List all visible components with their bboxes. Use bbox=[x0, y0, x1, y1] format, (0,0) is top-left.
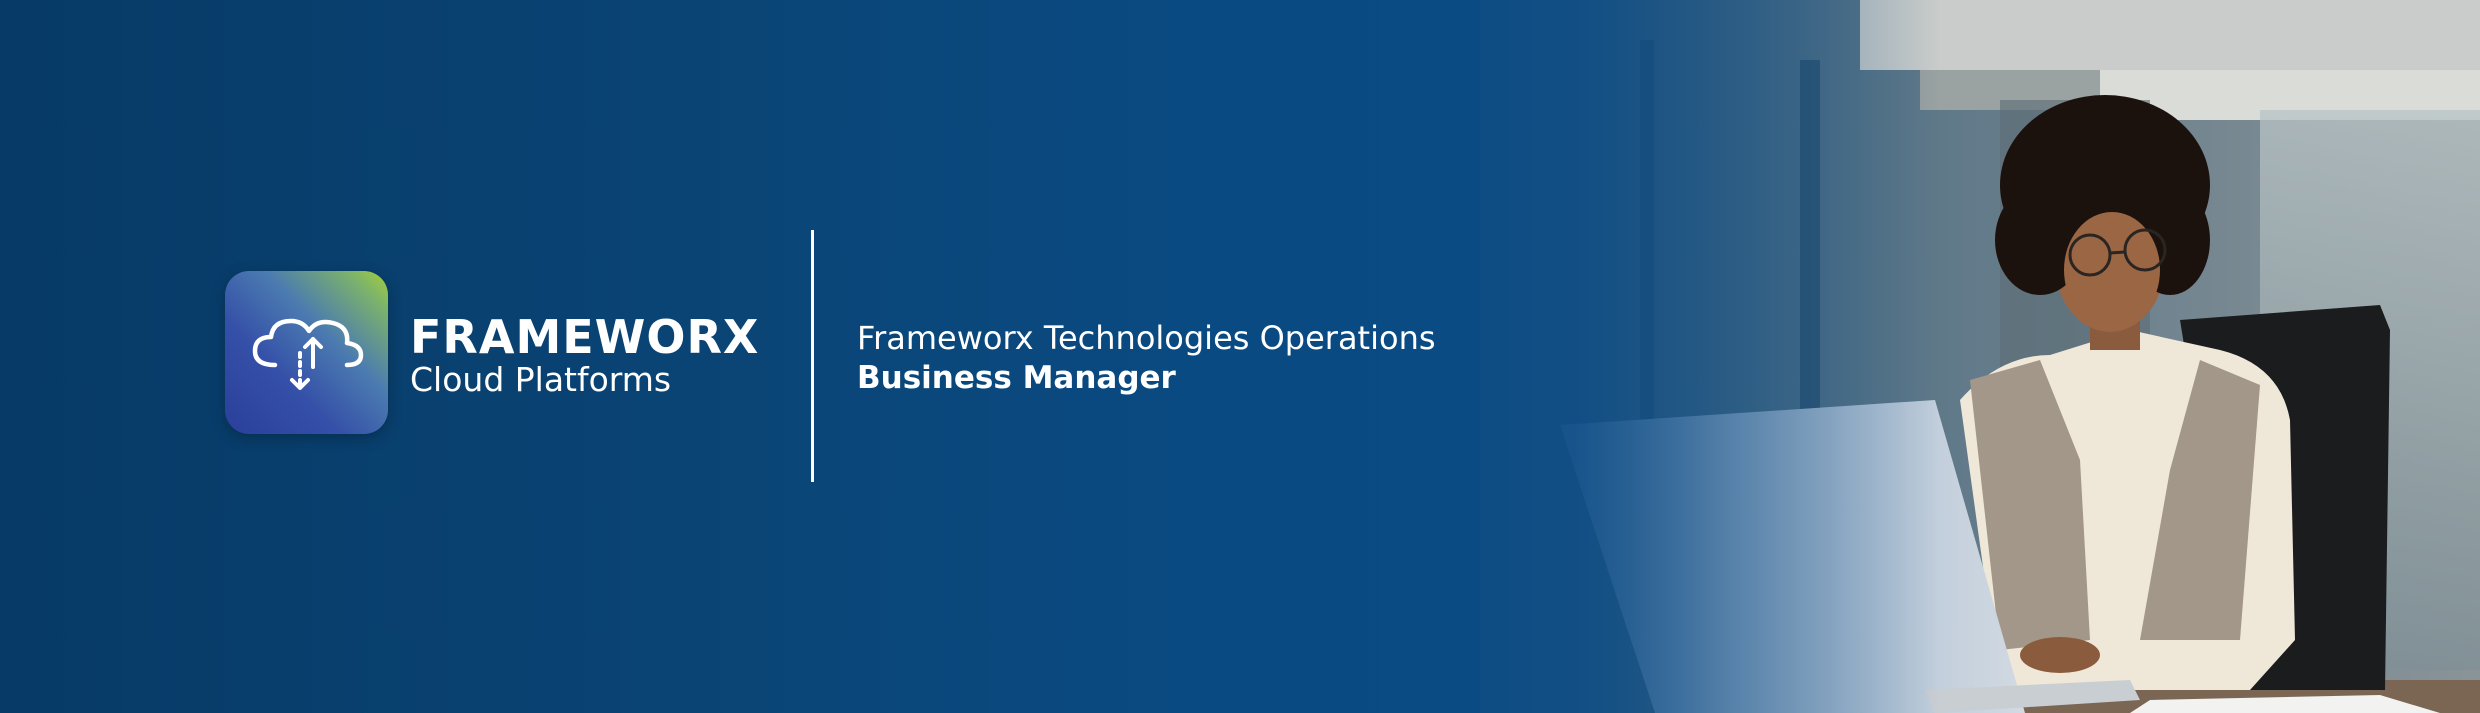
divider bbox=[811, 230, 814, 482]
brand-subtitle: Cloud Platforms bbox=[410, 360, 672, 399]
office-photo bbox=[1480, 0, 2480, 713]
photo-fade-overlay bbox=[1380, 0, 1940, 713]
tagline-block: Frameworx Technologies Operations Busine… bbox=[857, 318, 1436, 398]
brand-name: FRAMEWORX bbox=[410, 310, 760, 364]
tagline-role: Business Manager bbox=[857, 360, 1176, 396]
cloud-sync-icon bbox=[252, 318, 364, 390]
brand-block: FRAMEWORX Cloud Platforms bbox=[410, 312, 759, 398]
tagline-company: Frameworx Technologies Operations bbox=[857, 319, 1436, 357]
logo bbox=[225, 271, 388, 434]
